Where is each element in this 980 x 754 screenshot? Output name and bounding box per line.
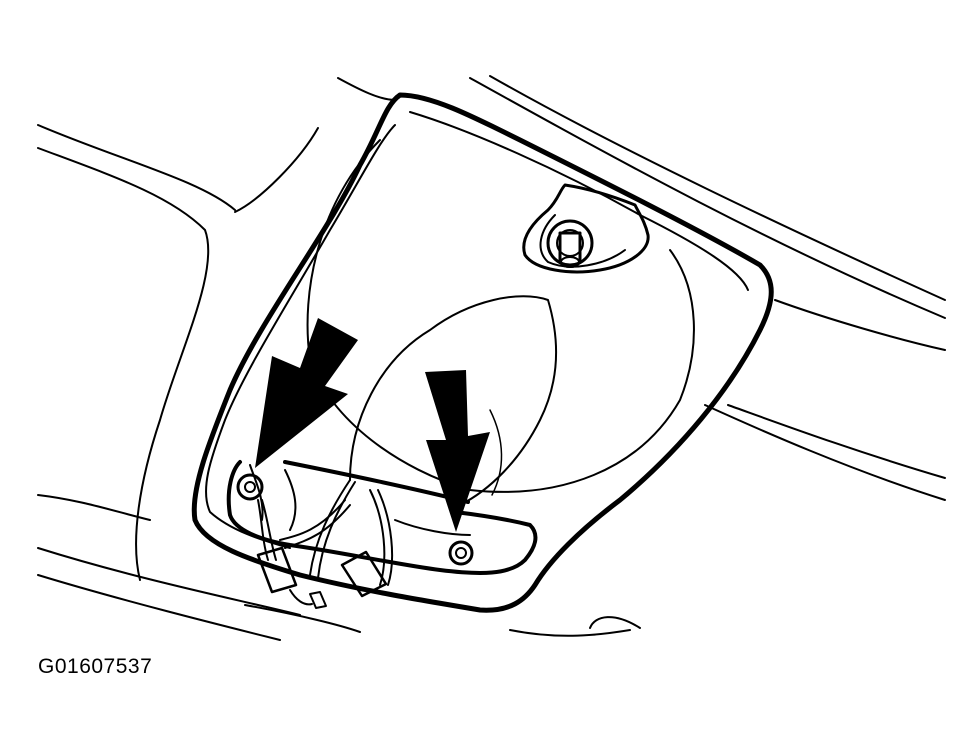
switch-socket [522, 183, 650, 274]
arrow-down-icon [425, 370, 490, 532]
wiring-harness [256, 479, 471, 609]
wire-connector-left [256, 546, 327, 609]
console-housing [191, 92, 774, 613]
figure-id: G01607537 [38, 655, 153, 678]
screw-right [448, 540, 474, 566]
wire-connector-right [340, 550, 388, 598]
headliner-lines [37, 75, 946, 641]
arrow-down-icon [255, 318, 358, 468]
screw-left [236, 473, 264, 501]
lens-dome [306, 139, 695, 506]
